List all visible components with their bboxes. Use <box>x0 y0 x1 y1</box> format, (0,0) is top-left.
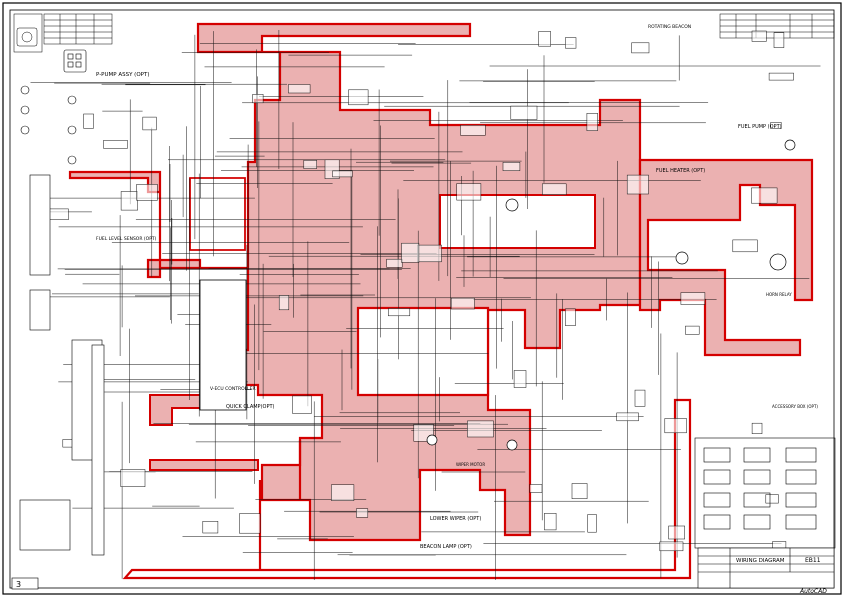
component-box <box>288 84 311 94</box>
label-fuel-level-sensor: FUEL LEVEL SENSOR (OPT) <box>96 236 157 242</box>
component-box <box>513 370 527 388</box>
brand-mark: AutoCAD <box>799 588 827 595</box>
component-box <box>544 513 557 531</box>
highlight-main-body <box>68 22 642 542</box>
highlight-left-window <box>189 177 246 251</box>
component-box <box>331 484 355 501</box>
component-box <box>772 541 787 549</box>
component-box <box>502 162 521 171</box>
component-box <box>668 525 685 540</box>
label-quick-clamp: QUICK CLAMP(OPT) <box>226 404 275 410</box>
component-box <box>616 412 639 422</box>
label-wiper-motor: WIPER MOTOR <box>456 462 485 467</box>
component-box <box>732 239 758 253</box>
left-lamp-symbols <box>20 85 77 165</box>
drawing-title: WIRING DIAGRAM <box>736 558 785 564</box>
label-controller: V-ECU CONTROLLER <box>210 386 256 392</box>
label-rotating-beacon: ROTATING BEACON <box>648 24 691 30</box>
component-box <box>751 30 767 42</box>
page-number-box <box>11 577 39 590</box>
component-box <box>768 72 794 81</box>
highlight-center-window <box>356 306 490 397</box>
label-fuel-pump: FUEL PUMP (OPT) <box>738 124 782 130</box>
component-box <box>292 395 312 414</box>
component-box <box>751 187 778 204</box>
component-box <box>348 89 369 106</box>
component-box <box>565 37 577 49</box>
component-box <box>680 292 706 305</box>
component-box <box>565 308 576 326</box>
component-box <box>239 513 261 534</box>
label-beacon-lamp: BEACON LAMP (OPT) <box>420 544 472 550</box>
component-box <box>460 124 486 136</box>
component-box <box>631 42 650 54</box>
component-box <box>120 191 138 211</box>
component-box <box>587 514 597 533</box>
component-box <box>751 422 763 434</box>
component-box <box>450 297 475 310</box>
title-block <box>697 547 835 589</box>
label-pump-assy: P-PUMP ASSY (OPT) <box>96 72 149 78</box>
motor-symbols <box>426 139 796 451</box>
component-box <box>659 541 684 552</box>
component-box <box>142 116 157 131</box>
component-box <box>48 208 69 220</box>
component-box <box>634 389 646 407</box>
wire-bundles <box>30 30 821 580</box>
component-box <box>571 483 588 499</box>
component-box <box>626 174 649 195</box>
component-box <box>510 105 538 120</box>
component-box <box>529 484 543 493</box>
component-blocks <box>48 30 794 552</box>
component-box <box>388 308 411 317</box>
component-box <box>120 469 146 487</box>
component-box <box>664 418 687 434</box>
sheet-inner-frame <box>9 9 835 589</box>
component-box <box>278 295 290 311</box>
component-box <box>252 94 264 104</box>
label-lower-wiper: LOWER WIPER (OPT) <box>430 516 481 522</box>
component-box <box>136 184 158 201</box>
component-box <box>401 242 420 263</box>
component-box <box>386 258 403 268</box>
component-box <box>103 140 128 149</box>
mode-connector <box>63 49 87 73</box>
component-box <box>765 494 779 504</box>
component-box <box>83 113 94 129</box>
highlighted-circuit-region <box>68 22 814 580</box>
connector-legend-grid <box>694 437 836 549</box>
label-accessory-box: ACCESSORY BOX (OPT) <box>772 404 818 409</box>
highlight-right-lobe <box>638 158 814 357</box>
model-code: EB11 <box>805 557 821 564</box>
component-box <box>586 113 598 131</box>
component-box <box>685 325 700 335</box>
component-box <box>456 183 482 201</box>
component-box <box>332 170 353 178</box>
component-box <box>773 32 785 48</box>
left-connector-column <box>19 174 105 556</box>
revision-table-top-right <box>719 13 835 39</box>
component-box <box>202 521 219 534</box>
component-box <box>467 420 494 438</box>
component-box <box>356 508 369 518</box>
component-box <box>303 160 317 169</box>
page-number: 3 <box>16 580 21 589</box>
label-fuel-heater: FUEL HEATER (OPT) <box>656 168 705 174</box>
controller-block <box>199 279 247 411</box>
component-box <box>542 183 567 195</box>
component-box <box>538 31 551 47</box>
legend-table-top-left <box>13 13 113 53</box>
label-horn-relay: HORN RELAY <box>766 292 792 297</box>
component-box <box>770 122 782 129</box>
component-box <box>417 244 442 263</box>
highlight-mid-window <box>439 194 596 249</box>
